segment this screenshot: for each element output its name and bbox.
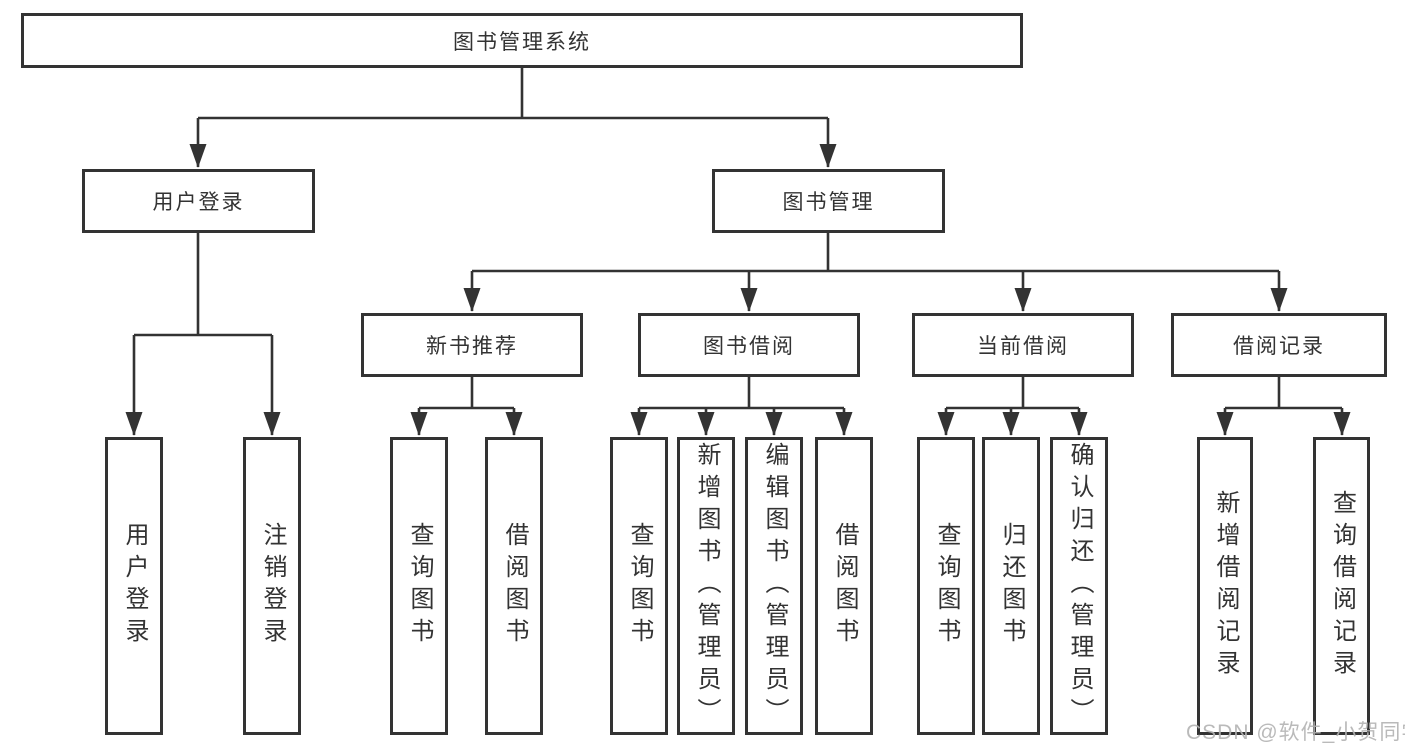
- node-new-book-recommend-label: 新书推荐: [426, 335, 518, 358]
- node-root-label: 图书管理系统: [453, 30, 591, 54]
- node-root-system: 图书管理系统: [21, 13, 1023, 68]
- leaf-query-books-current-label: 查询图书: [933, 522, 960, 650]
- leaf-borrow-books: 借阅图书: [815, 437, 873, 735]
- node-current-borrowing: 当前借阅: [912, 313, 1134, 377]
- node-book-management-label: 图书管理: [782, 191, 875, 214]
- node-current-borrowing-label: 当前借阅: [977, 335, 1069, 358]
- leaf-logout: 注销登录: [243, 437, 301, 735]
- leaf-user-login: 用户登录: [105, 437, 163, 735]
- node-new-book-recommend: 新书推荐: [361, 313, 583, 377]
- watermark-csdn: CSDN @软件_小贺同学: [1186, 721, 1405, 744]
- node-borrowing-records-label: 借阅记录: [1233, 335, 1325, 358]
- leaf-add-borrow-record: 新增借阅记录: [1197, 437, 1253, 735]
- leaf-add-book-admin: 新增图书（管理员）: [677, 437, 735, 735]
- leaf-add-book-admin-label: 新增图书（管理员）: [693, 442, 720, 730]
- leaf-query-books-borrow-label: 查询图书: [626, 522, 653, 650]
- leaf-borrow-books-label: 借阅图书: [831, 522, 858, 650]
- leaf-edit-book-admin: 编辑图书（管理员）: [745, 437, 803, 735]
- leaf-confirm-return-admin-label: 确认归还（管理员）: [1066, 442, 1093, 730]
- node-user-login-label: 用户登录: [152, 191, 245, 214]
- node-book-borrowing-label: 图书借阅: [703, 335, 795, 358]
- leaf-return-book: 归还图书: [982, 437, 1040, 735]
- leaf-query-books-current: 查询图书: [917, 437, 975, 735]
- leaf-query-borrow-record: 查询借阅记录: [1313, 437, 1370, 735]
- leaf-borrow-books-recommend: 借阅图书: [485, 437, 543, 735]
- leaf-query-books-recommend: 查询图书: [390, 437, 448, 735]
- node-book-borrowing: 图书借阅: [638, 313, 860, 377]
- leaf-borrow-books-recommend-label: 借阅图书: [501, 522, 528, 650]
- node-book-management: 图书管理: [712, 169, 945, 233]
- leaf-confirm-return-admin: 确认归还（管理员）: [1050, 437, 1108, 735]
- leaf-user-login-label: 用户登录: [121, 522, 148, 650]
- leaf-edit-book-admin-label: 编辑图书（管理员）: [761, 442, 788, 730]
- leaf-return-book-label: 归还图书: [998, 522, 1025, 650]
- leaf-query-books-recommend-label: 查询图书: [406, 522, 433, 650]
- node-borrowing-records: 借阅记录: [1171, 313, 1387, 377]
- leaf-add-borrow-record-label: 新增借阅记录: [1212, 490, 1239, 682]
- leaf-query-borrow-record-label: 查询借阅记录: [1328, 490, 1356, 682]
- node-user-login: 用户登录: [82, 169, 315, 233]
- leaf-query-books-borrow: 查询图书: [610, 437, 668, 735]
- leaf-logout-label: 注销登录: [259, 522, 286, 650]
